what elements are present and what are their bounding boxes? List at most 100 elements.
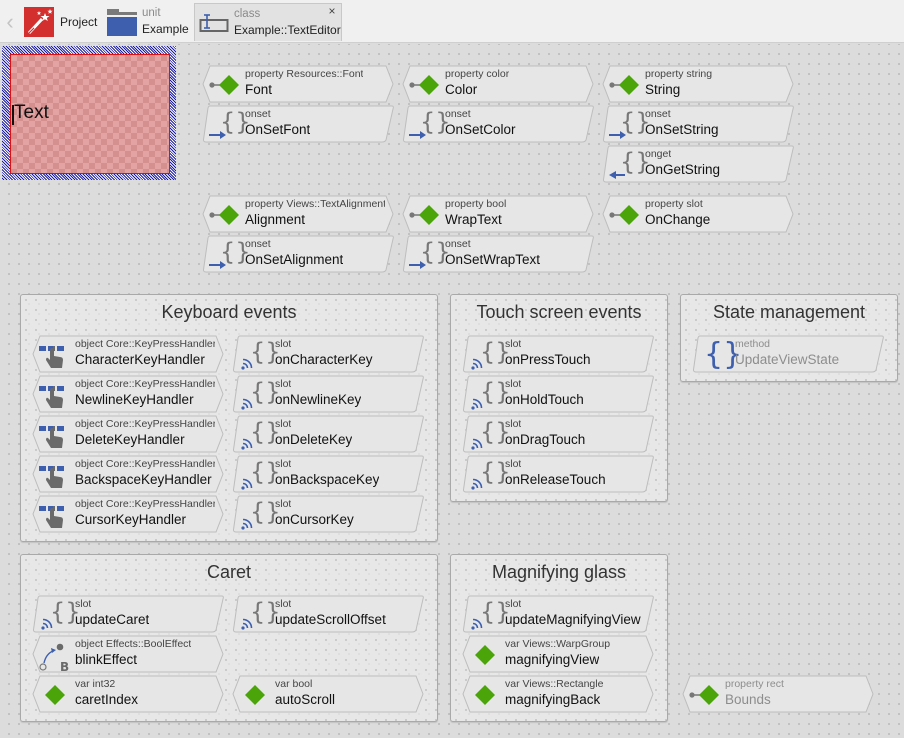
member-kind: property Resources::Font [245,68,364,80]
brick-shape [202,195,394,233]
member-kind: slot [75,598,92,610]
variable-diamond-icon [238,678,274,712]
member-kind: var bool [275,678,313,690]
brick-shape [232,595,424,633]
back-button[interactable]: ‹ [2,10,18,34]
member-name: UpdateViewState [735,352,840,367]
brick-shape [402,235,594,273]
group-title: Magnifying glass [491,562,627,582]
brick-shape [602,105,794,143]
brick-shape [202,235,394,273]
slot-method-icon: {} [238,418,281,452]
brick-shape [602,65,794,103]
member-name: OnSetWrapText [445,252,541,267]
breadcrumb-class-label: Example::TextEditor [234,23,341,37]
text-editor-preview[interactable]: Text [2,46,176,180]
member-name: Color [445,82,478,97]
brick-shape [232,495,424,533]
onset-method-icon: {} [208,238,251,272]
key-press-handler-icon [38,338,74,372]
member-name: onHoldTouch [505,392,584,407]
onget-method-icon: {} [608,148,651,182]
text-editor-class-icon [199,13,229,33]
member-name: OnSetColor [445,122,516,137]
breadcrumb-unit-kind: unit [142,7,161,19]
svg-text:{}: {} [250,418,281,446]
member-kind: onset [245,108,271,120]
member-name: OnSetAlignment [245,252,344,267]
member-name: OnSetString [645,122,719,137]
slot-method-icon: {} [468,418,511,452]
svg-text:{}: {} [250,458,281,486]
brick-shape [402,65,594,103]
svg-text:{}: {} [250,598,281,626]
member-name: Font [245,82,273,97]
member-kind: slot [505,598,522,610]
brick-shape [32,595,224,633]
slot-method-icon: {} [238,378,281,412]
key-press-handler-icon [38,418,74,452]
breadcrumb-class-tab[interactable]: class Example::TextEditor × [194,3,342,41]
slot-method-icon: {} [238,338,281,372]
slot-method-icon: {} [468,378,511,412]
svg-text:{}: {} [250,338,281,366]
magic-wand-icon [24,7,54,37]
svg-text:{}: {} [480,418,511,446]
member-kind: property string [645,68,713,80]
member-kind: slot [505,338,522,350]
member-kind: slot [275,338,292,350]
member-name: OnChange [645,212,711,227]
property-diamond-icon [608,68,644,102]
slot-method-icon: {} [38,598,81,632]
member-kind: slot [275,378,292,390]
close-tab-button[interactable]: × [326,4,338,18]
brick-shape [462,595,654,633]
breadcrumb-project[interactable]: Project [24,3,104,40]
member-kind: slot [505,418,522,430]
svg-text:{}: {} [620,108,651,136]
caret-indicator [12,105,14,125]
key-press-handler-icon [38,378,74,412]
breadcrumb-unit[interactable]: unit Example [106,3,192,40]
property-diamond-icon [208,68,244,102]
group-title: Caret [206,562,251,582]
close-icon: × [328,4,336,18]
